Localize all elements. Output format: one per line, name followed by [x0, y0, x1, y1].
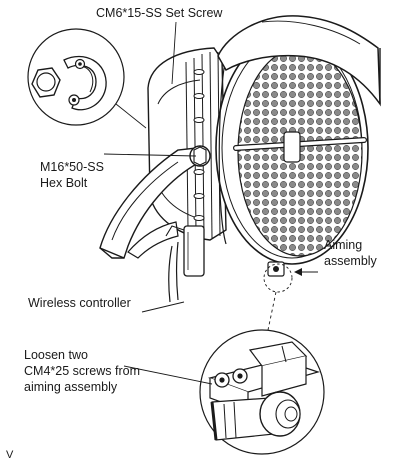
aiming-leader-arrow: [294, 268, 302, 276]
aiming-assembly-marker: [263, 261, 293, 293]
aiming-detail-circle: [199, 329, 325, 455]
zoom-connector-line: [267, 291, 277, 331]
fixture-front-body: [215, 15, 381, 265]
loosen-screws-label-line3: aiming assembly: [24, 380, 118, 394]
loosen-screws-label-line1: Loosen two: [24, 348, 88, 362]
aiming-label-line1: Aiming: [324, 238, 363, 252]
fixture-rear-housing: [147, 47, 227, 241]
detail-connector-line: [115, 103, 147, 129]
page-fragment-text: V: [6, 449, 14, 461]
hex-bolt-label-line2: Hex Bolt: [40, 176, 88, 190]
wireless-controller-label: Wireless controller: [28, 296, 131, 310]
label-leader-lines: [103, 21, 213, 385]
hex-bolt-label-line1: M16*50-SS: [40, 160, 104, 174]
wireless-controller-box: [165, 225, 205, 303]
loosen-screws-label-line2: CM4*25 screws from: [24, 364, 140, 378]
set-screw-label: CM6*15-SS Set Screw: [96, 6, 223, 20]
aiming-label-line2: assembly: [324, 254, 377, 268]
set-screw-detail-circle: [27, 28, 125, 126]
mounting-bracket: [99, 145, 211, 259]
